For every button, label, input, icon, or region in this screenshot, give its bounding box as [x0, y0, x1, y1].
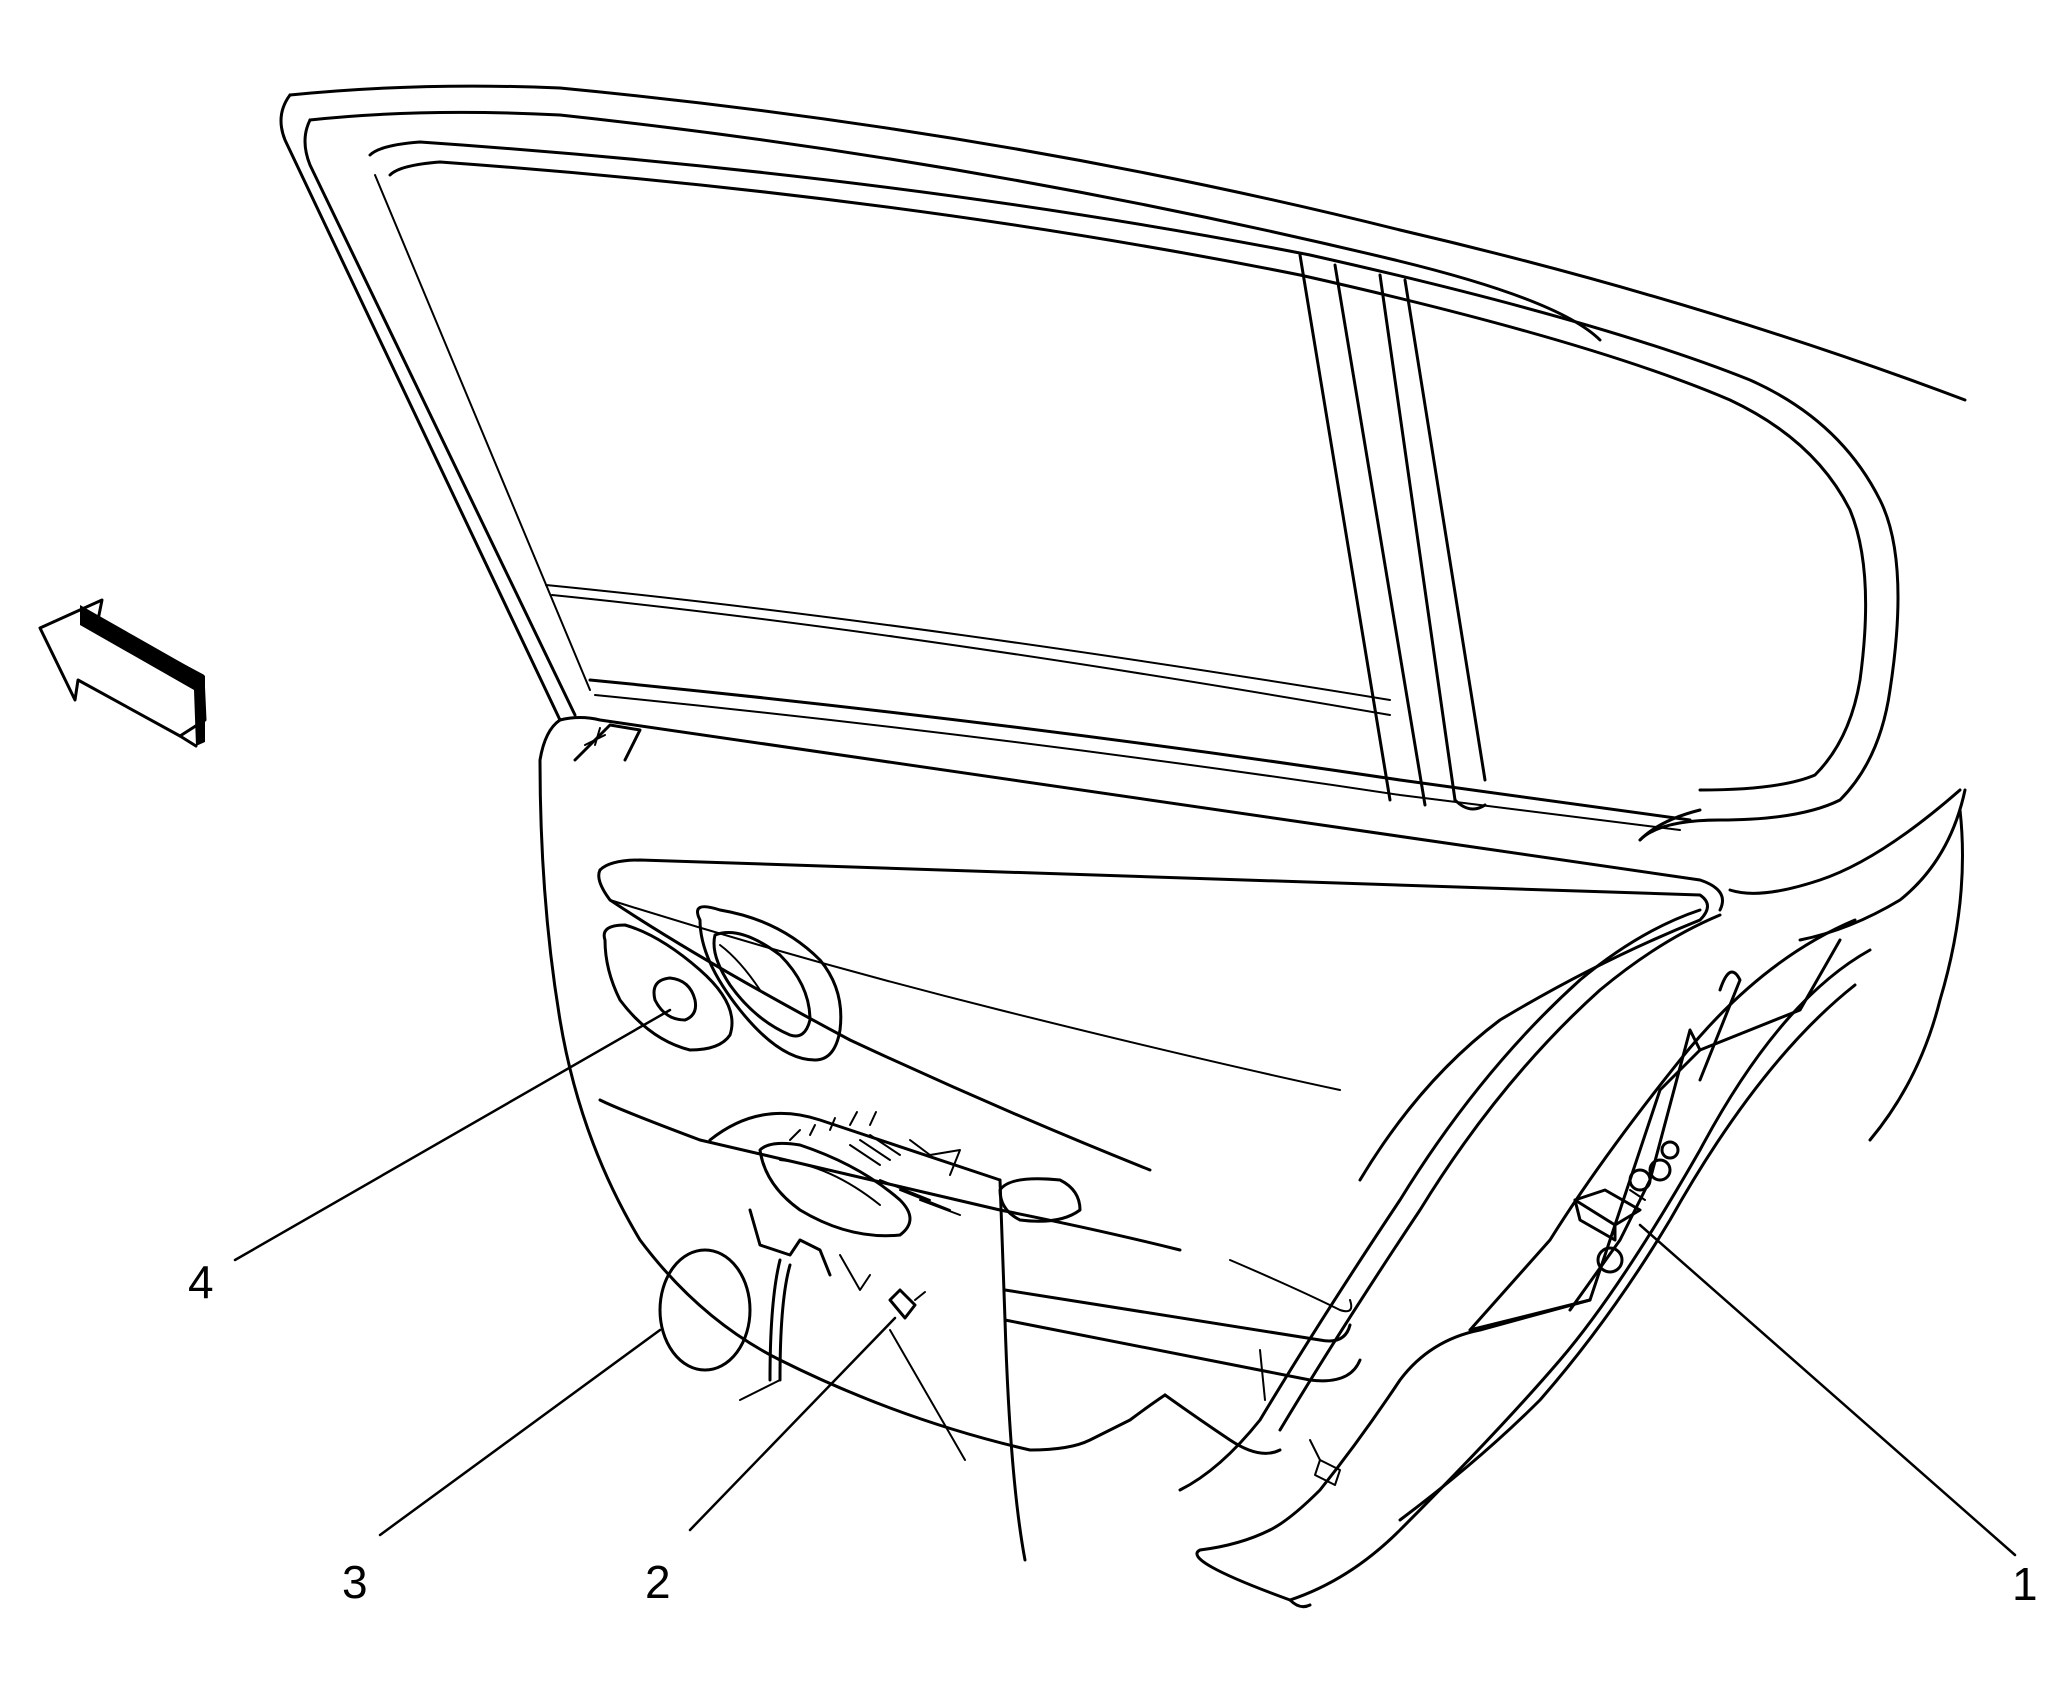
- leader-line-4: [233, 1008, 672, 1262]
- callout-label-1: 1: [2012, 1558, 2038, 1610]
- callout-label-4: 4: [188, 1256, 214, 1308]
- leader-line-3: [378, 1328, 662, 1537]
- leader-line-1: [1638, 1223, 2017, 1557]
- callout-label-3: 3: [342, 1556, 368, 1608]
- door-latch-striker: [1573, 1140, 1680, 1274]
- push-pin-fastener: [888, 1288, 926, 1320]
- callout-leaders: [233, 1008, 2017, 1557]
- door-shell: [1178, 788, 1967, 1609]
- speaker-grille: [658, 1248, 752, 1372]
- door-window-frame: [279, 84, 1967, 842]
- leader-line-2: [688, 1316, 897, 1532]
- callout-label-2: 2: [645, 1556, 671, 1608]
- front-direction-arrow-icon: [38, 598, 207, 748]
- door-trim-panel: [538, 716, 1724, 1562]
